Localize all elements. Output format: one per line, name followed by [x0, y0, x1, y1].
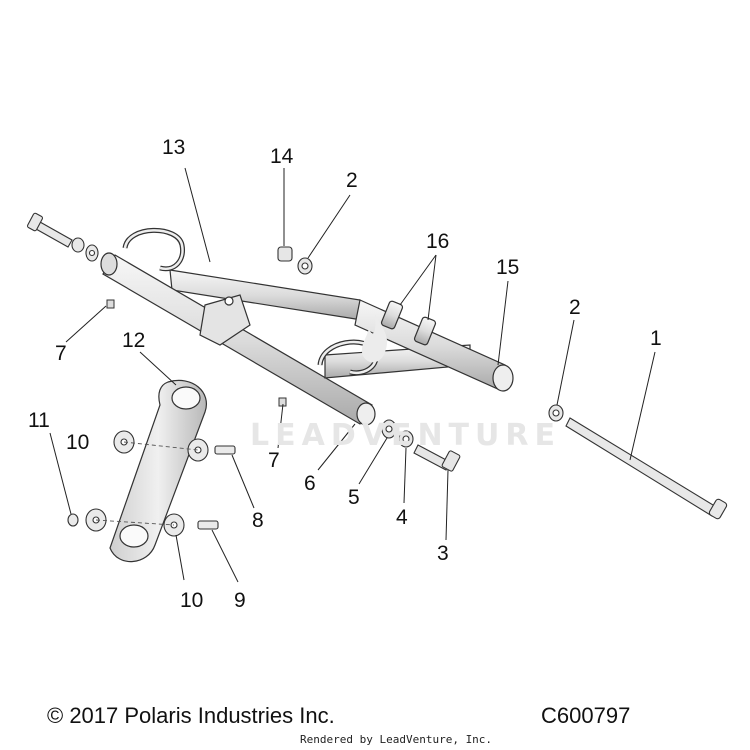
callout-10-top: 10 — [66, 431, 90, 454]
watermark-text: LEADVENTURE — [250, 418, 561, 453]
bolt-long — [565, 417, 719, 517]
callout-6: 6 — [304, 472, 316, 495]
rendered-by-text: Rendered by LeadVenture, Inc. — [300, 733, 493, 746]
callout-7-right: 7 — [268, 449, 280, 472]
callout-13: 13 — [162, 136, 186, 159]
part-code: C600797 — [541, 703, 631, 728]
frame-mount-bracket — [199, 294, 251, 346]
callout-9: 9 — [234, 589, 246, 612]
link-arm — [109, 379, 207, 563]
callout-11: 11 — [28, 409, 50, 432]
callout-2-top: 2 — [346, 169, 358, 192]
callout-12: 12 — [122, 329, 146, 352]
callout-3: 3 — [437, 542, 449, 565]
callout-5: 5 — [348, 486, 360, 509]
callout-2-right: 2 — [569, 296, 581, 319]
callout-10-bottom: 10 — [180, 589, 204, 612]
bolt-short — [413, 444, 451, 471]
callout-15: 15 — [496, 256, 520, 279]
callout-16: 16 — [426, 230, 450, 253]
callout-14: 14 — [270, 145, 294, 168]
callout-7-left: 7 — [55, 342, 67, 365]
leadventure-flame-logo — [361, 314, 388, 363]
callout-1: 1 — [650, 327, 662, 350]
callout-4: 4 — [396, 506, 408, 529]
bolt-top-left — [35, 221, 73, 248]
copyright-text: © 2017 Polaris Industries Inc. — [47, 703, 335, 728]
callout-8: 8 — [252, 509, 264, 532]
